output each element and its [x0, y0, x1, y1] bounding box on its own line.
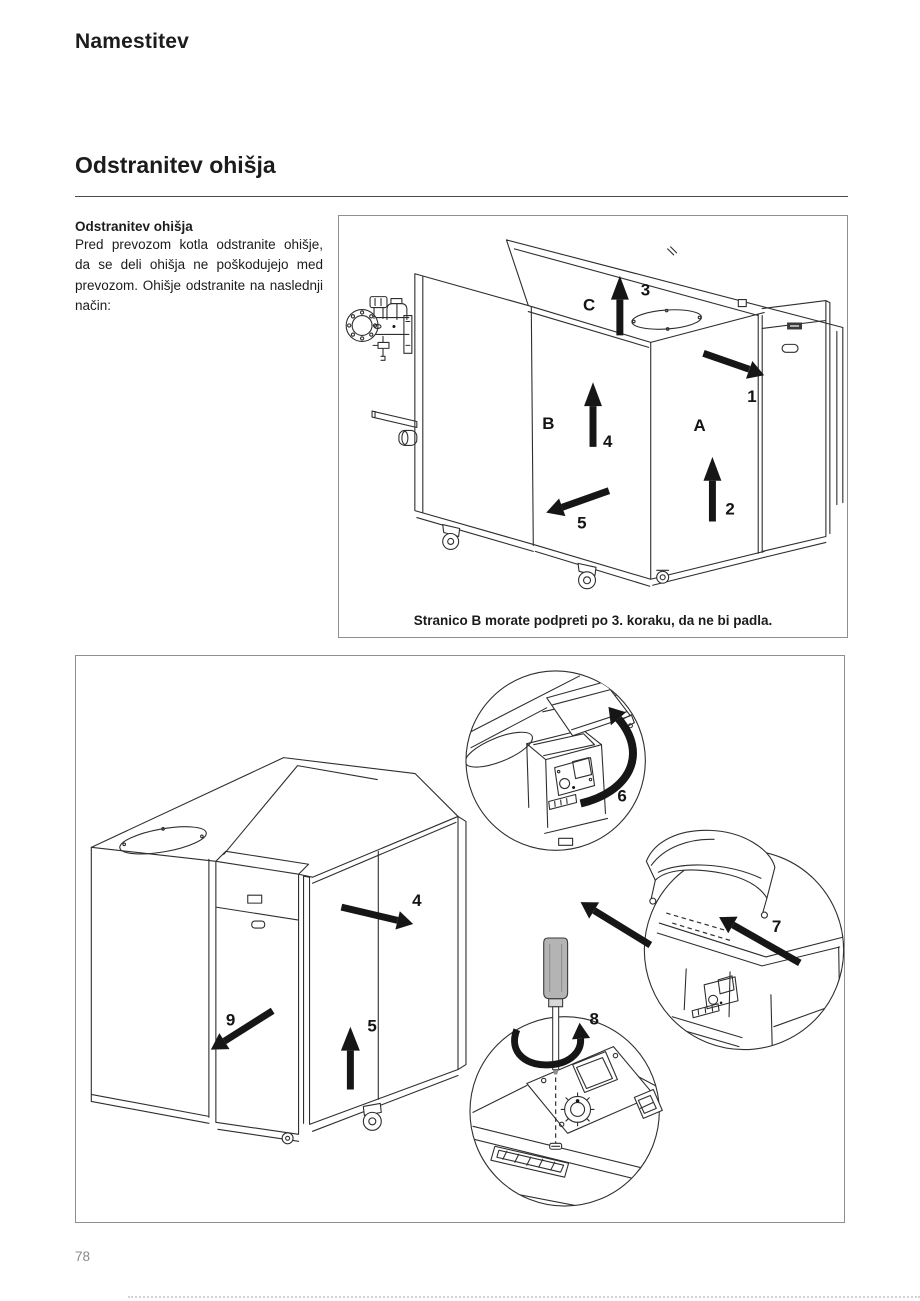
detail-7-inset: 7 [580, 829, 844, 1051]
figure-overview-caption: Stranico B morate podpreti po 3. koraku,… [413, 613, 773, 628]
step-label-5b: 5 [367, 1017, 376, 1036]
caster-wheels-2 [281, 1102, 382, 1145]
detail-6-inset: 6 [465, 670, 646, 851]
step-9-arrow-icon [210, 1007, 275, 1050]
top-opening [631, 308, 702, 331]
caster-wheels [442, 523, 670, 590]
step-5-arrow-icon-2 [340, 1026, 360, 1090]
step-1-arrow-icon [702, 350, 765, 379]
step-2-arrow-icon [703, 456, 722, 522]
step-5-arrow-icon [546, 487, 611, 517]
power-switch [633, 1088, 663, 1119]
casing-removal-steps-drawing: 6 [90, 670, 844, 1207]
boiler-body-line-art [345, 239, 844, 590]
page-title: Odstranitev ohišja [75, 152, 276, 178]
step-7-arrow-icon [719, 916, 802, 966]
step-3-arrow-icon [610, 275, 629, 336]
panel-label-c: C [583, 296, 595, 315]
panel-clip-mark [737, 299, 747, 308]
step-label-3: 3 [641, 281, 650, 300]
screwdriver-icon [543, 937, 569, 1075]
detail-8-inset: 8 [469, 937, 663, 1207]
step-label-1: 1 [747, 387, 756, 406]
panel-screw [549, 1142, 563, 1150]
top-opening-2 [119, 826, 207, 855]
step-6-rotate-arrow-icon [579, 706, 637, 808]
step-arrows [546, 275, 765, 522]
section-divider [75, 196, 848, 197]
page-bottom-divider [128, 1296, 920, 1298]
step-label-2: 2 [725, 500, 734, 519]
pellet-unit-front [215, 861, 300, 1142]
step-label-6: 6 [617, 786, 626, 805]
side-shelf [371, 410, 418, 446]
step-4-arrow-icon [584, 382, 602, 447]
boiler-body-line-art-2 [90, 757, 467, 1145]
control-panel-plate [526, 1046, 663, 1134]
intro-text-block: Odstranitev ohišja Pred prevozom kotla o… [75, 219, 323, 317]
column-handle [781, 343, 799, 353]
detail-8-content [469, 1073, 660, 1207]
pull-away-arrow-icon [580, 902, 653, 948]
step-label-4: 4 [603, 432, 613, 451]
intro-heading: Odstranitev ohišja [75, 219, 193, 234]
removed-cover-part [645, 829, 776, 919]
step-8-rotate-arrow-icon [511, 1022, 591, 1069]
intro-paragraph: Pred prevozom kotla odstranite ohišje, d… [75, 237, 323, 314]
step-label-5: 5 [577, 514, 586, 533]
control-column [761, 300, 831, 558]
step-label-9: 9 [226, 1011, 235, 1030]
flange-pipe-assembly [345, 296, 413, 361]
figure-details-box: 6 [75, 655, 845, 1223]
chapter-title: Namestitev [75, 30, 190, 53]
boiler-overview-drawing: C 3 B 4 A 1 2 5 [345, 239, 844, 590]
step-label-8: 8 [590, 1010, 599, 1029]
lifted-lid [546, 681, 635, 737]
figure-overview-box: C 3 B 4 A 1 2 5 Stranico B morate podpre… [338, 215, 848, 638]
step-label-7: 7 [772, 917, 781, 936]
step-4-arrow-icon-2 [340, 903, 414, 930]
step-label-4b: 4 [412, 891, 422, 910]
panel-label-a: A [694, 416, 706, 435]
panel-label-b: B [542, 414, 554, 433]
page-number: 78 [75, 1249, 91, 1264]
